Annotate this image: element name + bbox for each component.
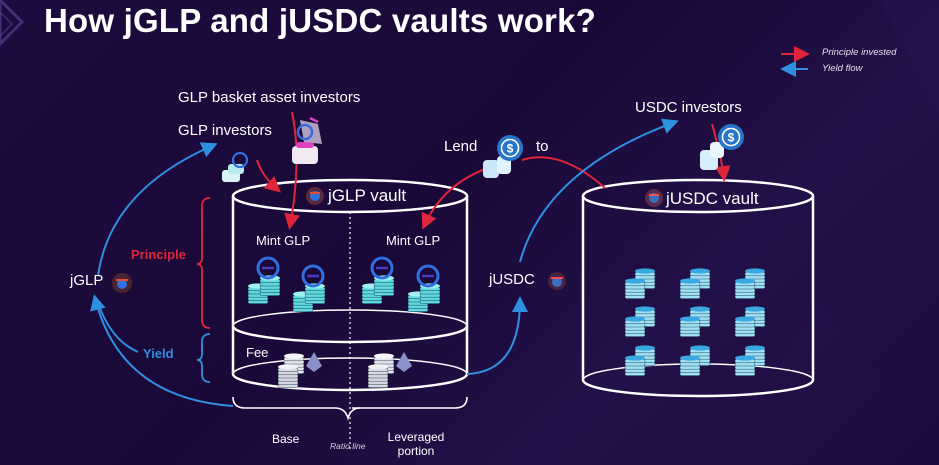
glp-token-icon	[256, 256, 280, 280]
jglp-side-logo-icon	[112, 273, 132, 293]
yield-label: Yield	[143, 346, 174, 361]
usdc-stack	[679, 316, 701, 337]
jusdc-side-label: jUSDC	[489, 271, 535, 288]
basket-asset-coins	[292, 116, 322, 164]
glp-stack	[419, 283, 441, 304]
usdc-stack	[734, 355, 756, 376]
usdc-stack	[634, 268, 656, 289]
yield-brace	[196, 333, 211, 383]
usdc-stack	[734, 278, 756, 299]
leveraged-label-line1: Leveraged	[387, 430, 445, 444]
usdc-stack	[679, 355, 701, 376]
usdc-stack	[624, 278, 646, 299]
leveraged-brace	[352, 396, 468, 409]
glp-token-icon	[416, 264, 440, 288]
svg-text:$: $	[728, 131, 735, 145]
jglp-vault-title: jGLP vault	[328, 186, 407, 205]
to-label: to	[536, 138, 549, 155]
lend-label: Lend	[444, 138, 478, 155]
lend-usdc-coins: $	[483, 135, 523, 178]
glp-investors-label: GLP investors	[178, 122, 272, 139]
jusdc-logo-icon	[645, 189, 663, 207]
leveraged-portion-label: Leveraged portion	[386, 430, 446, 458]
legend-yield-label: Yield flow	[822, 63, 863, 74]
arrow-vault-yield-to-jglp	[90, 294, 234, 407]
base-brace	[232, 396, 361, 421]
arrow-glp-investors-to-vault	[256, 159, 282, 193]
usdc-stack	[624, 316, 646, 337]
fee-label: Fee	[246, 345, 269, 360]
glp-coin-stacks	[247, 256, 441, 312]
arrow-yield-label-to-jglp	[96, 299, 139, 353]
legend-principle-label: Principle invested	[822, 47, 897, 58]
page-title: How jGLP and jUSDC vaults work?	[44, 2, 597, 39]
fee-stack	[367, 364, 389, 388]
usdc-stack	[679, 278, 701, 299]
legend	[780, 46, 810, 77]
jusdc-side-logo-icon	[548, 272, 566, 290]
principle-label: Principle	[131, 247, 186, 262]
usdc-investors-coins: $	[700, 124, 744, 170]
usdc-investors-label: USDC investors	[635, 99, 742, 116]
arrow-lend-from-jusdc	[521, 156, 606, 189]
arrow-jusdc-to-usdc-investors	[519, 118, 679, 263]
ratio-line-label: Ratio line	[330, 441, 366, 451]
base-label: Base	[272, 432, 300, 446]
leveraged-label-line2: portion	[397, 444, 435, 458]
usdc-stack	[734, 316, 756, 337]
mint-glp-right-label: Mint GLP	[386, 233, 441, 248]
arrow-vault-to-jusdc	[466, 296, 528, 375]
usdc-stack	[624, 355, 646, 376]
usdc-coin-stacks	[624, 268, 766, 376]
glp-investors-coins	[222, 151, 249, 182]
jglp-vault-cylinder	[231, 178, 469, 452]
svg-text:$: $	[507, 142, 514, 156]
glp-token-icon	[370, 256, 394, 280]
jglp-side-label: jGLP	[70, 272, 104, 289]
arrow-basket-to-mint-glp	[284, 111, 301, 230]
jglp-logo-icon	[306, 187, 324, 205]
yield-arrows	[90, 118, 679, 407]
mint-glp-left-label: Mint GLP	[256, 233, 311, 248]
ethereum-icon	[306, 352, 322, 372]
glp-basket-investors-label: GLP basket asset investors	[178, 89, 361, 106]
glp-token-icon	[301, 264, 325, 288]
fee-coin-stacks	[277, 352, 412, 388]
principle-brace	[196, 197, 211, 329]
ethereum-icon	[396, 352, 412, 372]
fee-stack	[277, 364, 299, 388]
arrow-jglp-to-glp-investors	[97, 142, 218, 277]
jusdc-vault-title: jUSDC vault	[666, 189, 759, 208]
